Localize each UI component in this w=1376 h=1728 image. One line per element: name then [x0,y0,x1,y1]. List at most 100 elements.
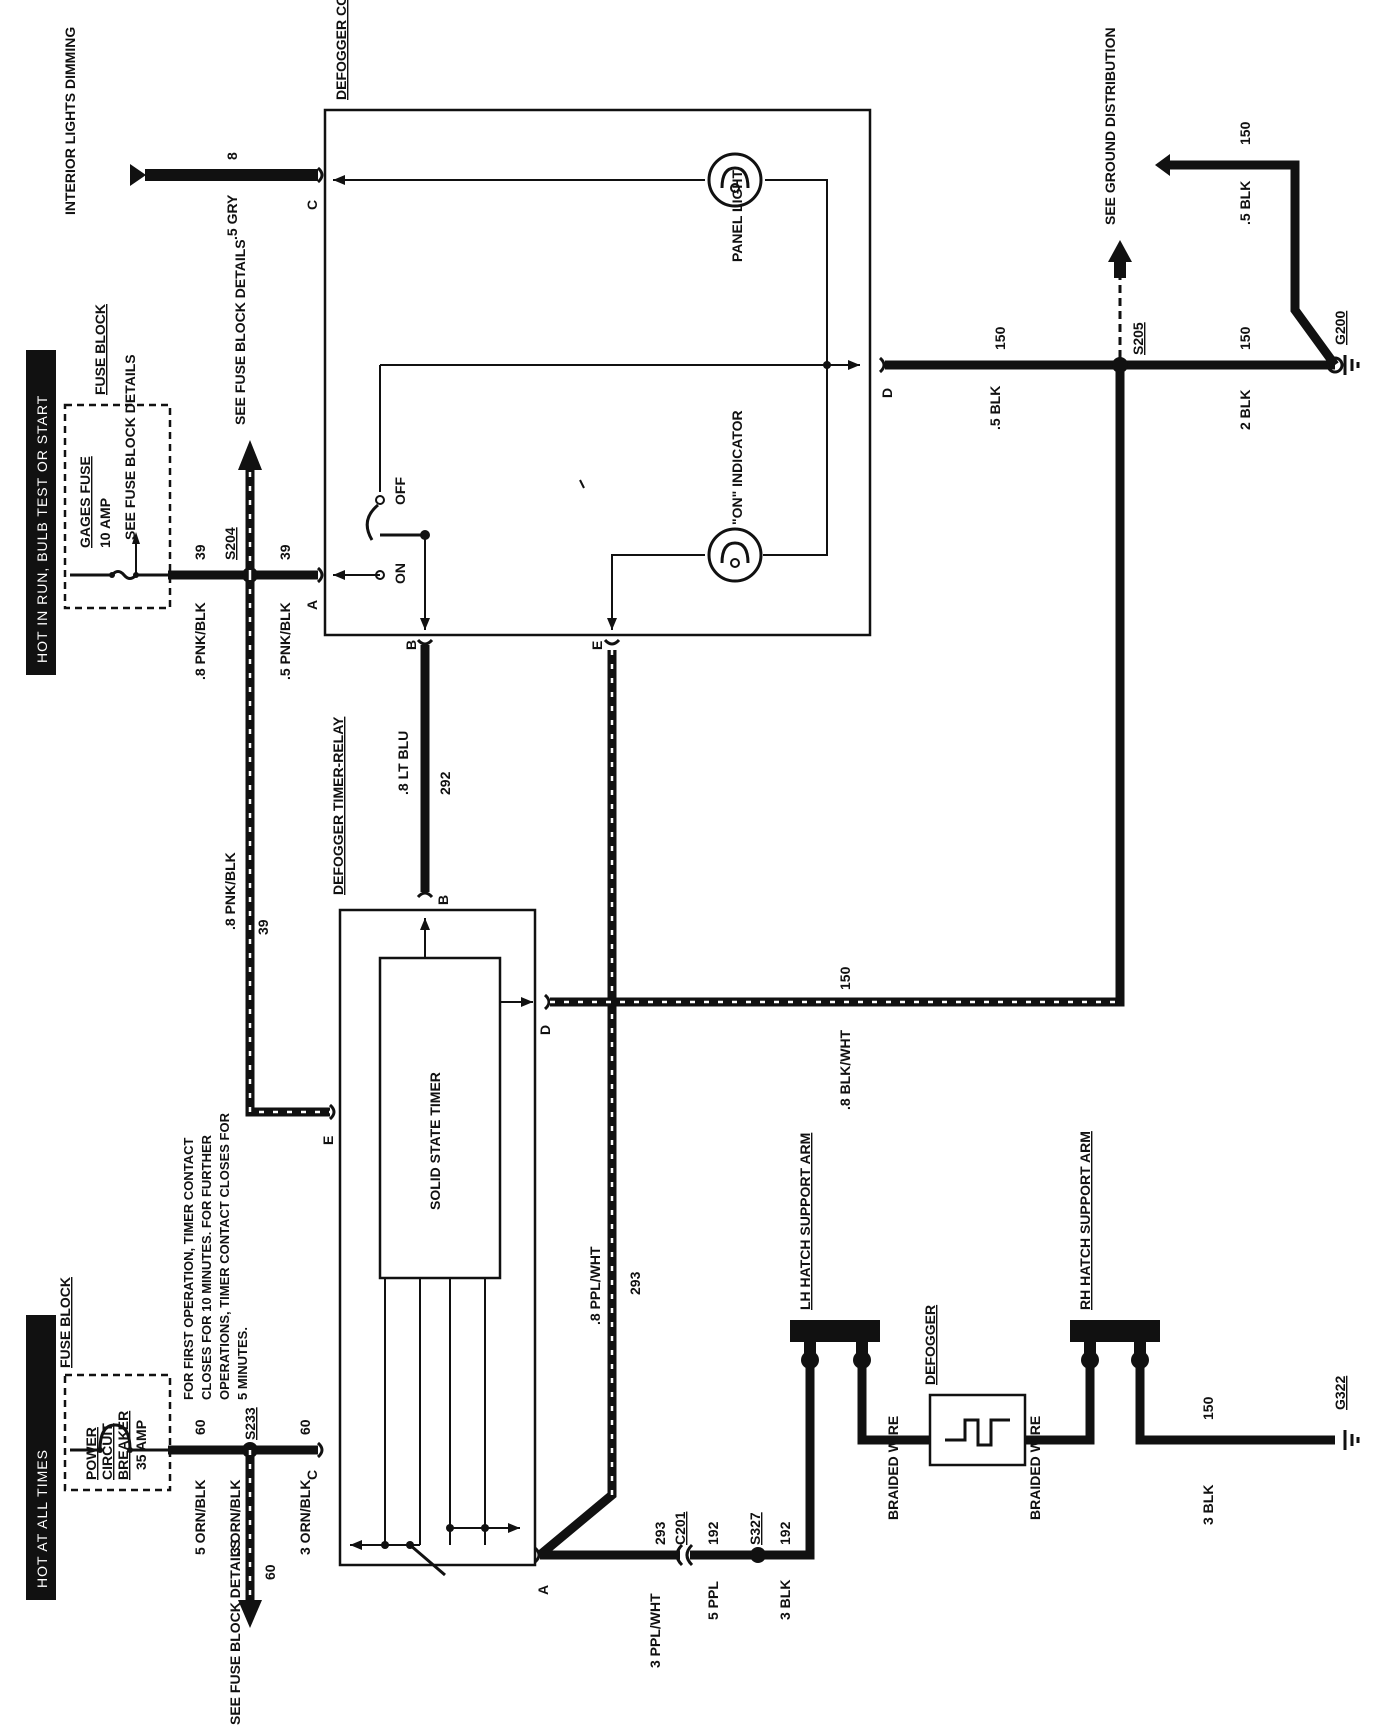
wire-blk-5-label-2: .5 BLK [1237,181,1253,225]
lh-hatch-support-arm: LH HATCH SUPPORT ARM [790,1133,880,1369]
stray-mark [579,479,585,489]
panel-light: PANEL LIGHT [707,152,763,262]
wire-pnk-circuit-1: 39 [192,544,208,560]
splice-s233-label: S233 [242,1407,258,1440]
interior-lights-label: INTERIOR LIGHTS DIMMING [62,27,78,215]
fuse-block-top-title: FUSE BLOCK [92,304,108,395]
braided-wire-left [857,1360,930,1445]
control-pin-b: B [403,640,419,650]
fuse-block-top-details: SEE FUSE BLOCK DETAILS [122,354,138,540]
wire-blk-circuit-5: 150 [1200,1396,1216,1420]
wire-blk-circuit-3: 150 [1237,326,1253,350]
braided-wire-label-2: BRAIDED WIRE [1027,1416,1043,1520]
wire-blk-circuit-1: 150 [837,966,853,990]
control-pin-c: C [304,200,320,210]
circuit-breaker-line1: POWER [83,1427,99,1480]
defogger-control-title: DEFOGGER CONTROL [333,0,349,100]
wire-ppl-wht-3-label: 3 PPL/WHT [647,1593,663,1668]
lh-hatch-label: LH HATCH SUPPORT ARM [797,1133,813,1310]
timer-relay-contacts [350,1278,520,1577]
wire-blk-wht-label: .8 BLK/WHT [837,1029,853,1110]
interior-lights-terminal-icon [130,164,146,186]
timer-pin-a: A [535,1585,551,1595]
wire-ppl-wht-circuit-2: 293 [652,1521,668,1545]
wire-blk-3-label-2: 3 BLK [1200,1485,1216,1525]
circuit-breaker-line3: BREAKER [115,1411,131,1480]
timer-note-html: FOR FIRST OPERATION, TIMER CONTACT CLOSE… [181,1113,250,1400]
wire-orn-3-label-2: 3 ORN/BLK [227,1480,243,1555]
on-indicator: "ON" INDICATOR [707,410,763,583]
wire-ppl-circuit-2: 192 [777,1521,793,1545]
wire-pnk-8-label-1: .8 PNK/BLK [192,602,208,680]
wire-blk-circuit-4: 150 [1237,121,1253,145]
ground-g322-label: G322 [1332,1376,1348,1410]
arrow-up-icon [238,440,262,470]
wire-orn-blk-60: S233 60 60 5 ORN/BLK 3 ORN/BLK C 3 ORN/B… [168,1407,324,1725]
braided-wire-right [1025,1360,1095,1445]
panel-light-label: PANEL LIGHT [729,170,745,262]
banner-hot-in-run: HOT IN RUN, BULB TEST OR START [26,350,56,675]
gages-fuse-label: GAGES FUSE [77,456,93,548]
fuse-block-bottom-title: FUSE BLOCK [57,1277,73,1368]
wire-pnk-8-label-2: .8 PNK/BLK [222,852,238,930]
rh-hatch-support-arm: RH HATCH SUPPORT ARM [1070,1131,1160,1369]
wire-orn-circuit-1: 60 [192,1419,208,1435]
wire-orn-circuit-2: 60 [297,1419,313,1435]
control-pin-a: A [304,600,320,610]
banner-hot-at-all-times-text: HOT AT ALL TIMES [34,1449,50,1588]
wire-ppl-wht-293: E .8 PPL/WHT 293 [537,638,643,1559]
wire-ppl-wht-8-label: .8 PPL/WHT [587,1246,603,1325]
wire-blk-150-g322: 3 BLK 150 G322 [1135,1360,1360,1525]
defogger-timer-relay: DEFOGGER TIMER-RELAY SOLID STATE TIMER [330,716,537,1567]
solid-state-timer-box [378,956,502,1280]
gages-fuse-rating: 10 AMP [97,498,113,548]
defogger-switch[interactable]: OFF ON [333,477,430,630]
wire-gry-label: .5 GRY [224,194,240,240]
switch-off-label: OFF [392,477,408,505]
gages-fuse-symbol [70,570,168,580]
see-fuse-block-top: SEE FUSE BLOCK DETAILS [232,239,248,425]
wire-ppl-192: A 293 C201 192 S327 192 3 PPL/WHT 5 PPL … [533,1350,815,1668]
wire-ppl-5-label: 5 PPL [705,1581,721,1620]
wire-ppl-circuit-1: 192 [705,1521,721,1545]
wire-orn-circuit-3: 60 [262,1564,278,1580]
wire-lt-blu-292: B B .8 LT BLU 292 [395,638,453,905]
wire-ppl-wht-circuit-1: 293 [627,1271,643,1295]
wire-gry-8: INTERIOR LIGHTS DIMMING 8 .5 GRY C [62,27,324,240]
timer-pin-b: B [435,895,451,905]
splice-s204-label: S204 [222,527,238,560]
wire-blk-5-label-1: .5 BLK [987,386,1003,430]
splice-s205-label: S205 [1130,322,1146,355]
wire-pnk-circuit-3: 39 [255,919,271,935]
splice-s205 [1112,357,1128,373]
see-ground-distribution: SEE GROUND DISTRIBUTION [1102,27,1118,225]
splice-s327-label: S327 [747,1512,763,1545]
wire-pnk-blk-39: S204 39 39 .8 PNK/BLK .5 PNK/BLK A SEE F… [168,239,336,1145]
control-pin-d: D [879,388,895,398]
wire-orn-3-label-1: 3 ORN/BLK [297,1480,313,1555]
wire-blk-wht-150: D .8 BLK/WHT 150 [537,370,1125,1110]
timer-pin-c: C [304,1470,320,1480]
on-indicator-label: "ON" INDICATOR [729,410,745,525]
arrow-down-icon [238,1600,262,1628]
timer-pin-e: E [320,1136,336,1145]
wire-lt-blu-circuit: 292 [437,771,453,795]
braided-wire-label-1: BRAIDED WIRE [885,1416,901,1520]
solid-state-timer-label: SOLID STATE TIMER [427,1072,443,1210]
defogger-control: DEFOGGER CONTROL [323,0,872,637]
ground-branch-terminal-icon [1155,154,1170,176]
connector-c201: C201 [672,1511,688,1545]
wire-blk-150-ground: D S205 .5 BLK 150 2 BLK 150 SEE GROUND D… [878,27,1360,430]
banner-hot-at-all-times: HOT AT ALL TIMES [26,1315,56,1600]
control-pin-e: E [589,641,605,650]
wire-blk-circuit-2: 150 [992,326,1008,350]
see-fuse-block-bottom: SEE FUSE BLOCK DETAILS [227,1539,243,1725]
wire-orn-5-label: 5 ORN/BLK [192,1480,208,1555]
switch-on-label: ON [392,563,408,584]
circuit-breaker-line2: CIRCUIT [99,1423,115,1480]
wire-lt-blu-label: .8 LT BLU [395,731,411,795]
defogger-timer-relay-title: DEFOGGER TIMER-RELAY [330,716,346,895]
rh-hatch-label: RH HATCH SUPPORT ARM [1077,1131,1093,1310]
ground-distribution-terminal-icon [1108,240,1132,262]
fuse-block-top: FUSE BLOCK GAGES FUSE 10 AMP SEE FUSE BL… [63,304,172,610]
